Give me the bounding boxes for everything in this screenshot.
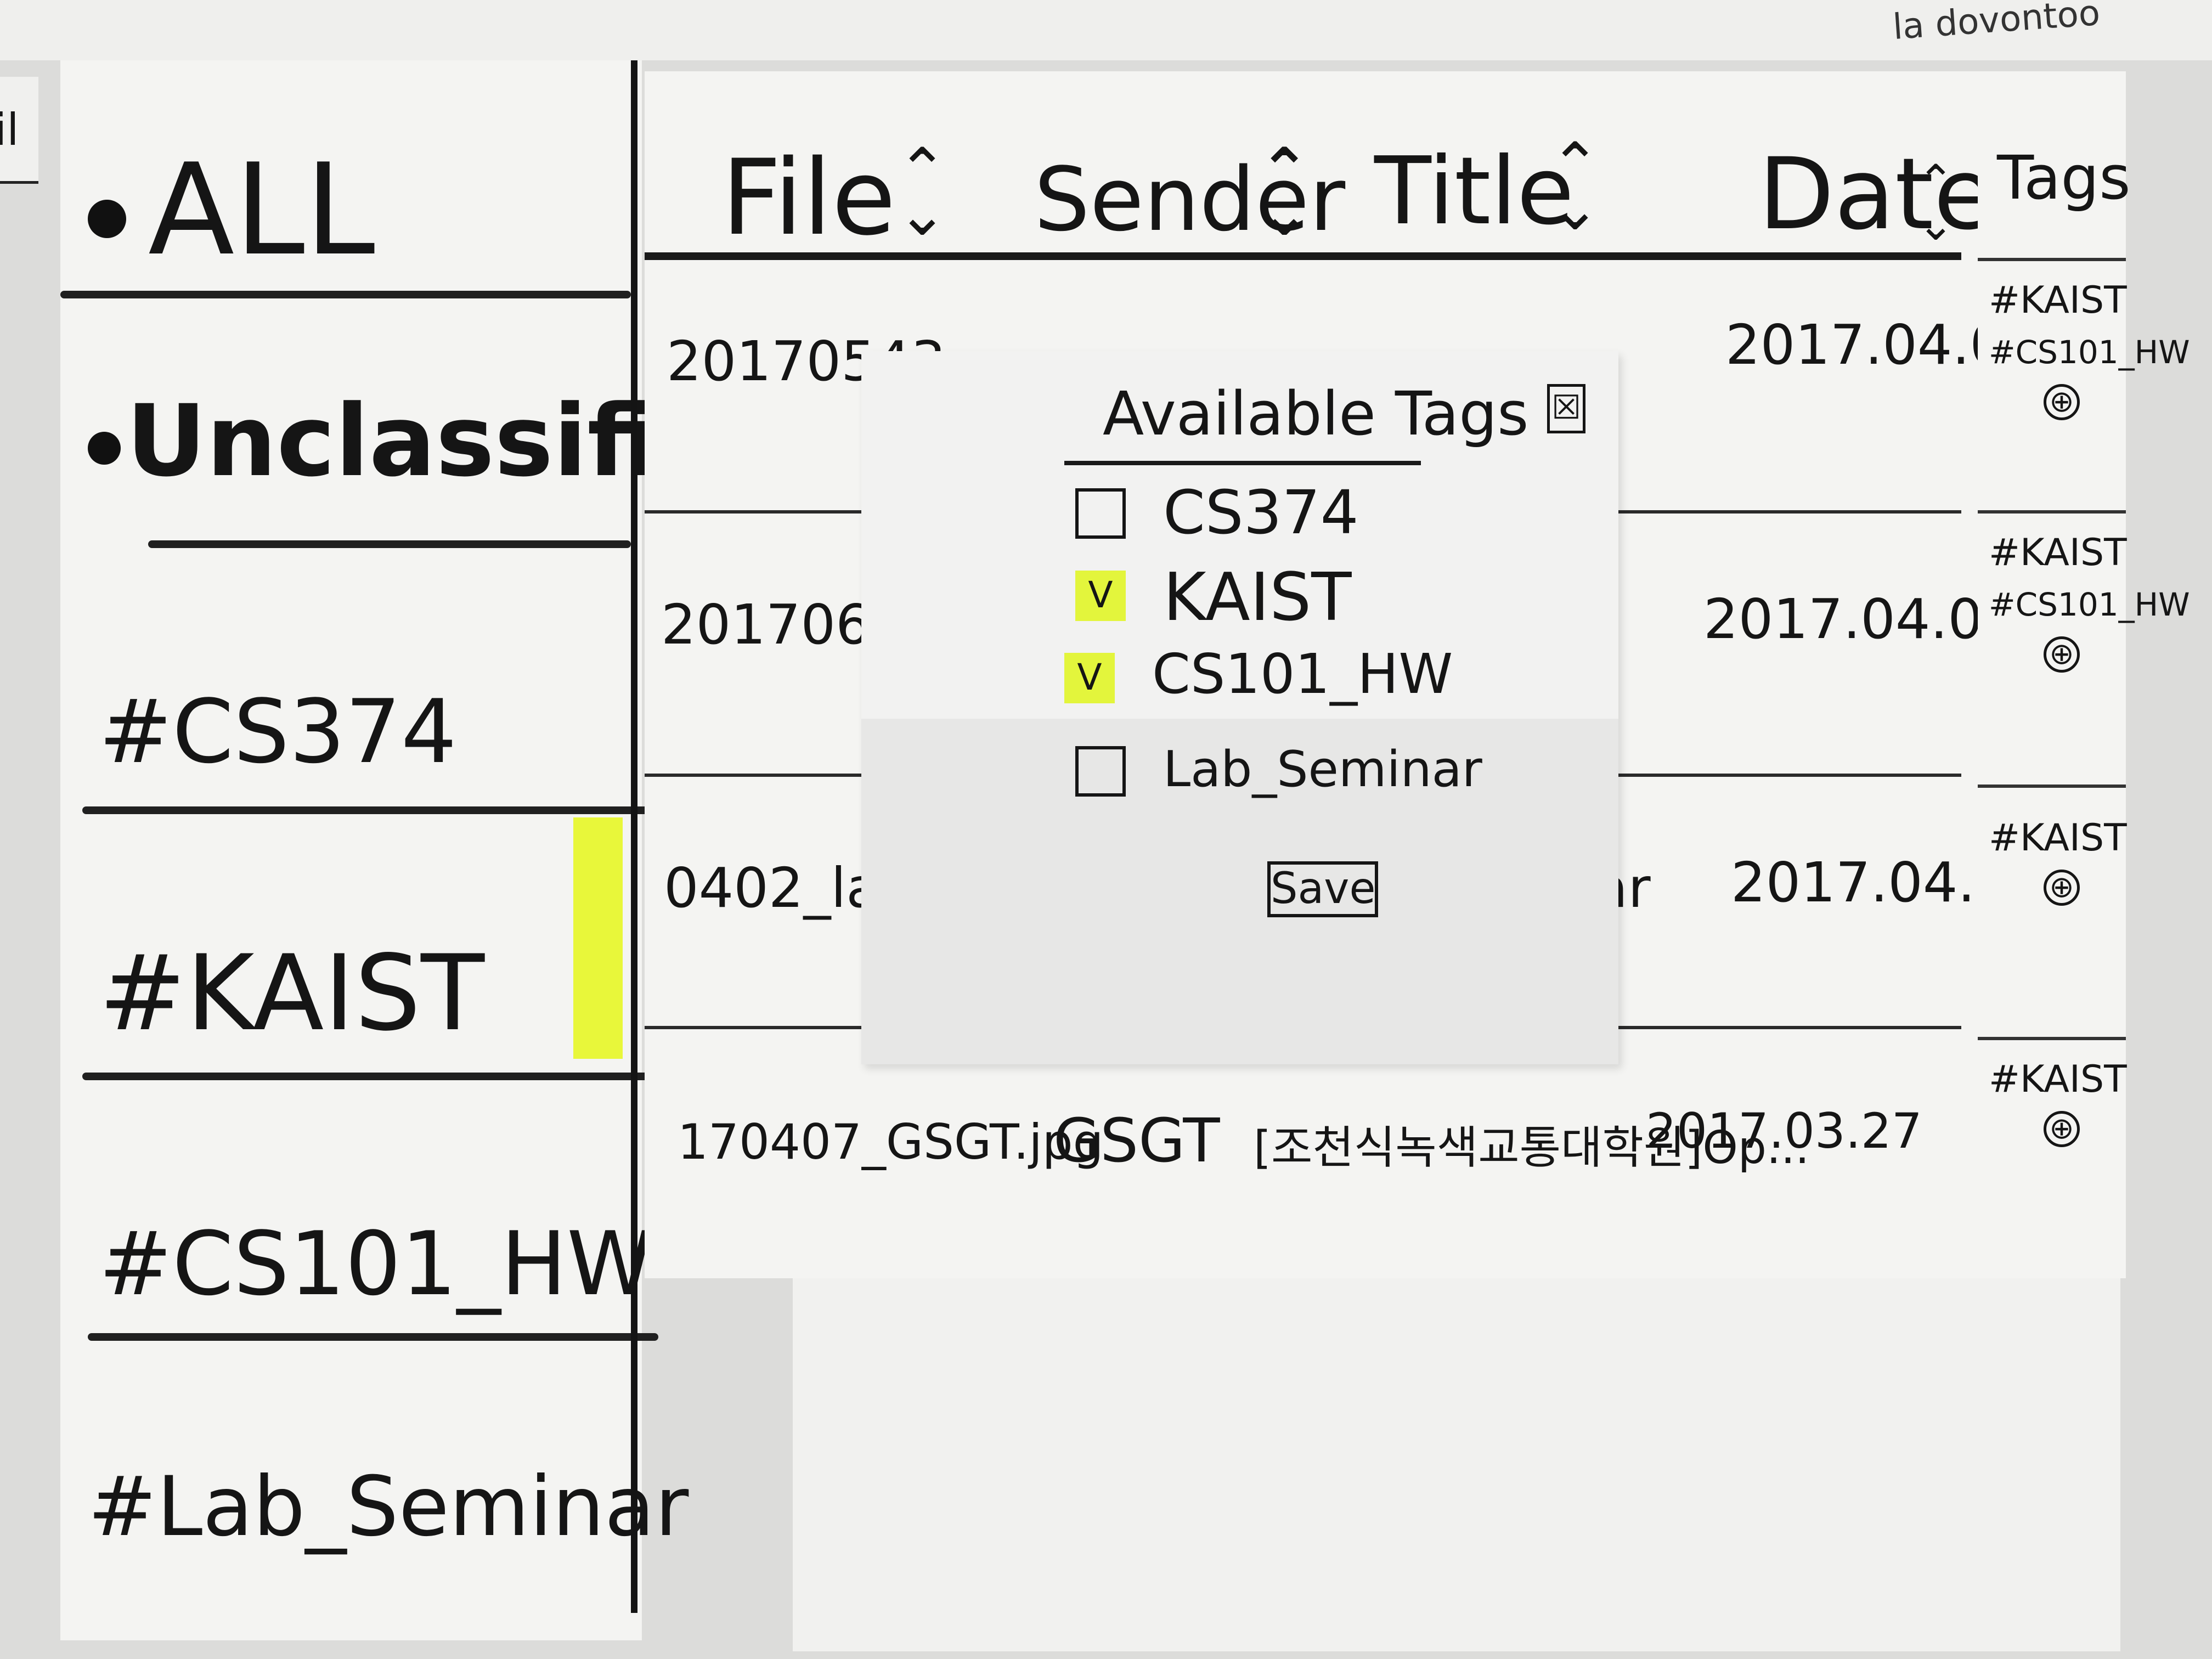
sidebar-item-label: #CS374 xyxy=(99,680,457,783)
save-button[interactable]: Save xyxy=(1267,861,1378,917)
sidebar-item-label: ALL xyxy=(148,137,375,284)
row-divider xyxy=(1978,1037,2126,1040)
sidebar-divider xyxy=(631,60,637,1613)
tag-label[interactable]: #KAIST xyxy=(1989,279,2127,322)
dialog-title: Available Tags xyxy=(1103,379,1529,449)
header-divider xyxy=(1978,258,2126,261)
column-header-file[interactable]: File xyxy=(721,137,896,258)
checkbox[interactable] xyxy=(1075,746,1126,797)
list-empty-area xyxy=(793,1278,2120,1651)
sidebar: ALL Unclassified #CS374 #KAIST #CS101_HW… xyxy=(60,60,798,1640)
add-tag-icon[interactable]: ⊕ xyxy=(2044,636,2080,673)
table-row[interactable]: 170407_GSGT.jpg GSGT [조천식녹색교통대학원]Op... 2… xyxy=(645,1031,1961,1273)
bullet-icon xyxy=(88,431,121,465)
sidebar-divider-line xyxy=(148,540,631,548)
column-header-date[interactable]: Date xyxy=(1758,137,1995,252)
column-header-title[interactable]: Title xyxy=(1374,137,1575,246)
sort-toggle-icon[interactable]: ⌃⌄ xyxy=(1550,129,1601,244)
tag-cell: #KAIST ⊕ xyxy=(1989,1053,2127,1147)
tag-option-label: CS374 xyxy=(1163,477,1359,548)
file-name: 170407_GSGT.jpg xyxy=(678,1114,1104,1170)
tag-option-label: Lab_Seminar xyxy=(1163,741,1482,798)
tag-picker-dialog: Available Tags ☒ CS374 V KAIST V CS101_H… xyxy=(861,351,1618,1064)
dialog-title-underline xyxy=(1064,461,1421,465)
checkbox-checked[interactable]: V xyxy=(1064,653,1115,703)
tag-option-label: CS101_HW xyxy=(1152,642,1453,706)
sidebar-divider-line xyxy=(60,291,631,298)
sort-toggle-icon[interactable]: ⌃⌄ xyxy=(1917,155,1955,250)
tag-cell: #KAIST #CS101_HW ⊕ xyxy=(1989,274,2190,420)
tag-cell: #KAIST ⊕ xyxy=(1989,812,2127,906)
sidebar-item-label: #CS101_HW xyxy=(99,1212,654,1315)
add-tag-icon[interactable]: ⊕ xyxy=(2044,870,2080,906)
sidebar-divider-line xyxy=(82,806,658,814)
background-scrap-text: la dovontoo xyxy=(1891,0,2102,48)
background-left-scrap-text: il xyxy=(0,104,19,155)
tag-label[interactable]: #CS101_HW xyxy=(1989,586,2190,623)
column-header-sender[interactable]: Sender xyxy=(1034,148,1346,251)
tag-label[interactable]: #KAIST xyxy=(1989,1058,2127,1101)
background-paper: la dovontoo xyxy=(0,0,2212,60)
row-divider xyxy=(1978,785,2126,788)
checkbox[interactable] xyxy=(1075,488,1126,539)
tag-cell: #KAIST #CS101_HW ⊕ xyxy=(1989,527,2190,673)
title-cell: [조천식녹색교통대학원]Op... xyxy=(1254,1122,1810,1174)
column-header-tags: Tags xyxy=(1997,143,2131,213)
sidebar-item-kaist[interactable]: #KAIST xyxy=(60,823,642,1075)
selected-indicator xyxy=(573,817,623,1059)
tag-label[interactable]: #KAIST xyxy=(1989,531,2127,574)
bullet-icon xyxy=(88,200,126,239)
sort-toggle-icon[interactable]: ⌃⌄ xyxy=(1259,135,1310,249)
sender-cell: GSGT xyxy=(1053,1105,1220,1176)
sidebar-divider-line xyxy=(88,1333,658,1341)
tag-label[interactable]: #CS101_HW xyxy=(1989,334,2190,371)
close-icon[interactable]: ☒ xyxy=(1547,384,1585,433)
add-tag-icon[interactable]: ⊕ xyxy=(2044,384,2080,420)
add-tag-icon[interactable]: ⊕ xyxy=(2044,1111,2080,1147)
background-left-scrap: il xyxy=(0,77,38,184)
sidebar-item-all[interactable]: ALL xyxy=(60,104,642,291)
tag-option-label: KAIST xyxy=(1163,560,1352,636)
sidebar-item-label: #Lab_Seminar xyxy=(88,1459,689,1555)
sidebar-item-lab-seminar[interactable]: #Lab_Seminar xyxy=(60,1344,689,1618)
tags-column: Tags #KAIST #CS101_HW ⊕ #KAIST #CS101_HW… xyxy=(1978,71,2190,1278)
sort-toggle-icon[interactable]: ⌃⌄ xyxy=(897,135,948,249)
sidebar-divider-line xyxy=(82,1073,658,1080)
header-divider xyxy=(645,252,1961,260)
sidebar-item-cs101-hw[interactable]: #CS101_HW xyxy=(60,1086,653,1339)
tag-label[interactable]: #KAIST xyxy=(1989,816,2127,860)
sidebar-item-label: #KAIST xyxy=(99,933,485,1054)
date-cell: 2017.04.02 xyxy=(1703,587,2018,651)
sidebar-item-unclassified[interactable]: Unclassified xyxy=(60,302,798,543)
row-divider xyxy=(1978,510,2126,514)
checkbox-checked[interactable]: V xyxy=(1075,571,1126,621)
sidebar-item-cs374[interactable]: #CS374 xyxy=(60,554,642,806)
dialog-lower-panel xyxy=(861,719,1618,1064)
date-cell: 2017.03.27 xyxy=(1646,1103,1922,1159)
